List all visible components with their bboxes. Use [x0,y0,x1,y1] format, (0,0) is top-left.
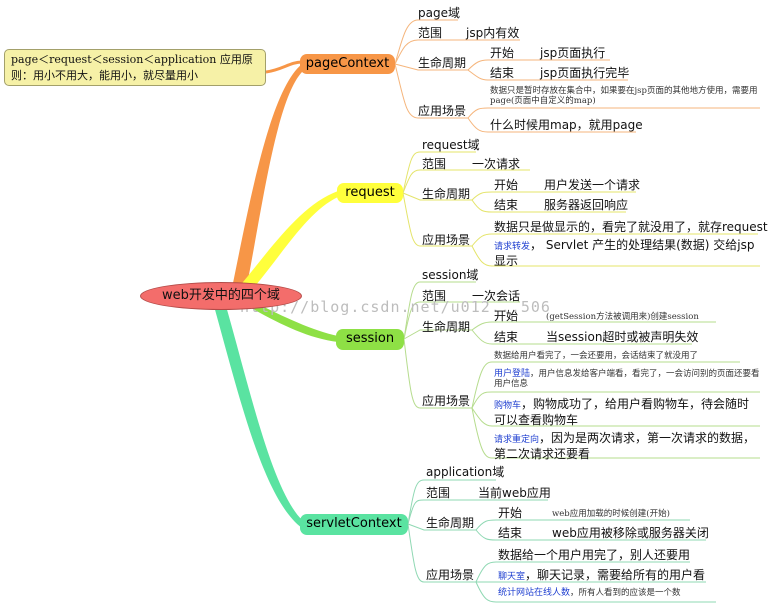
session-end-value: 当session超时或被声明失效 [546,330,699,344]
request-use-2-text: ， Servlet 产生的处理结果(数据) 交给jsp显示 [494,238,755,268]
servlet-end-label: 结束 [498,526,523,540]
page-end-label: 结束 [490,66,515,80]
page-use-label: 应用场景 [418,104,467,118]
page-start-label: 开始 [490,46,515,60]
servlet-use-label: 应用场景 [426,568,475,582]
branch-page [232,64,302,290]
servlet-use-1: 数据给一个用户用完了，别人还要用 [498,548,691,562]
page-scope-value: jsp内有效 [466,26,520,40]
servlet-scope-value: 当前web应用 [478,486,551,500]
request-scope-value: 一次请求 [472,157,521,171]
request-domain: request域 [422,138,480,152]
node-pagecontext[interactable]: pageContext [300,54,395,74]
session-start-label: 开始 [494,309,519,323]
session-use-3-highlight: 购物车 [494,401,522,411]
page-end-value: jsp页面执行完毕 [540,66,630,80]
session-life-label: 生命周期 [422,320,471,334]
root-node[interactable]: web开发中的四个域 [140,282,302,310]
request-use-2-highlight: 请求转发 [494,242,531,252]
session-use-3-text: ，购物成功了，给用户看购物车，待会随时可以查看购物车 [494,397,750,427]
servlet-use-3-highlight: 统计网站在线人数 [498,588,571,598]
session-start-value: (getSession方法被调用来)创建session [546,312,699,322]
page-start-value: jsp页面执行 [540,46,606,60]
session-use-label: 应用场景 [422,394,471,408]
session-use-2-row: 用户登陆，用户信息发给客户端看，看完了，一会访问别的页面还要看用户信息 [494,369,760,389]
node-servletcontext[interactable]: servletContext [300,514,408,535]
branch-request [238,191,338,292]
session-use-2-text: ，用户信息发给客户端看，看完了，一会访问别的页面还要看用户信息 [494,369,760,389]
servlet-domain: application域 [426,465,505,479]
servlet-use-2-row: 聊天室，聊天记录，需要给所有的用户看 [498,568,705,584]
servlet-use-2-text: ，聊天记录，需要给所有的用户看 [525,568,706,582]
session-domain: session域 [422,268,479,282]
session-use-3-row: 购物车，购物成功了，给用户看购物车，待会随时可以查看购物车 [494,397,760,427]
request-life-label: 生命周期 [422,187,471,201]
request-end-label: 结束 [494,198,519,212]
servlet-use-3-row: 统计网站在线人数，所有人看到的应该是一个数 [498,588,681,598]
branch-servlet [214,306,302,528]
session-use-4-highlight: 请求重定向 [494,435,540,445]
session-scope-value: 一次会话 [472,289,521,303]
page-use-1: 数据只是暂时存放在集合中，如果要在jsp页面的其他地方使用，需要用page(页面… [490,86,758,106]
note-box: page＜request＜session＜application 应用原则：用小… [4,49,266,86]
note-connector [265,60,303,74]
servlet-end-value: web应用被移除或服务器关闭 [552,526,709,540]
branch-session [244,298,338,342]
request-end-value: 服务器返回响应 [544,198,629,212]
request-start-label: 开始 [494,178,519,192]
servlet-use-3-text: ，所有人看到的应该是一个数 [570,588,681,598]
node-session[interactable]: session [336,329,404,350]
session-end-label: 结束 [494,330,519,344]
page-scope-label: 范围 [418,26,443,40]
servlet-life-label: 生命周期 [426,516,475,530]
page-use-2: 什么时候用map，就用page [490,118,643,132]
servlet-use-2-highlight: 聊天室 [498,572,526,582]
request-use-label: 应用场景 [422,233,471,247]
session-use-4-text: ，因为是两次请求，第一次请求的数据，第二次请求还要看 [494,431,756,461]
servlet-start-value: web应用加载的时候创建(开始) [552,509,670,519]
session-use-2-highlight: 用户登陆 [494,369,531,379]
watermark: http://blog.csdn.net/u012...506 [240,298,551,316]
session-use-4-row: 请求重定向，因为是两次请求，第一次请求的数据，第二次请求还要看 [494,431,760,461]
session-use-1: 数据给用户看完了，一会还要用，会话结束了就没用了 [494,351,699,361]
page-domain: page域 [418,6,460,20]
request-use-2-row: 请求转发， Servlet 产生的处理结果(数据) 交给jsp显示 [494,238,760,268]
request-use-1: 数据只是做显示的，看完了就没用了，就存request [494,220,768,234]
session-scope-label: 范围 [422,289,447,303]
request-start-value: 用户发送一个请求 [544,178,641,192]
node-request[interactable]: request [337,183,403,203]
servlet-scope-label: 范围 [426,486,451,500]
request-scope-label: 范围 [422,157,447,171]
servlet-start-label: 开始 [498,506,523,520]
page-life-label: 生命周期 [418,56,467,70]
